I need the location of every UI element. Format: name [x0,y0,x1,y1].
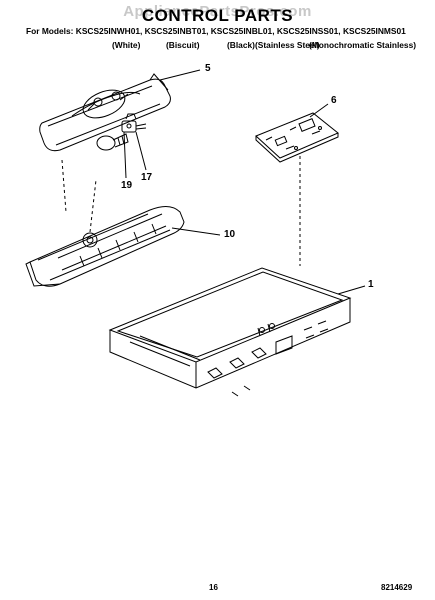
color-biscuit: (Biscuit) [166,40,200,50]
color-black: (Black) [227,40,255,50]
callout-19: 19 [121,180,133,191]
color-stainless-steel: (Stainless Steel) [255,40,320,50]
page-title: CONTROL PARTS [141,6,294,25]
color-monochromatic-stainless: (Monochromatic Stainless) [309,40,417,50]
control-board-part [255,112,339,163]
models-line: For Models: KSCS25INWH01, KSCS25INBT01, … [26,26,406,36]
lamp-housing-part [39,73,171,152]
socket-part [121,113,147,133]
light-housing-part [25,206,185,287]
callout-5: 5 [205,63,211,74]
document-number: 8214629 [381,583,413,592]
callout-10: 10 [224,229,236,240]
callout-17: 17 [141,172,153,183]
bulb-part [96,133,129,151]
control-panel-part [108,267,352,397]
callout-6: 6 [331,95,337,106]
page-number: 16 [209,583,218,592]
watermark: AppliancePartsPros.com [123,3,312,20]
leader-lines [61,69,366,295]
color-white: (White) [112,40,141,50]
callout-1: 1 [368,279,374,290]
